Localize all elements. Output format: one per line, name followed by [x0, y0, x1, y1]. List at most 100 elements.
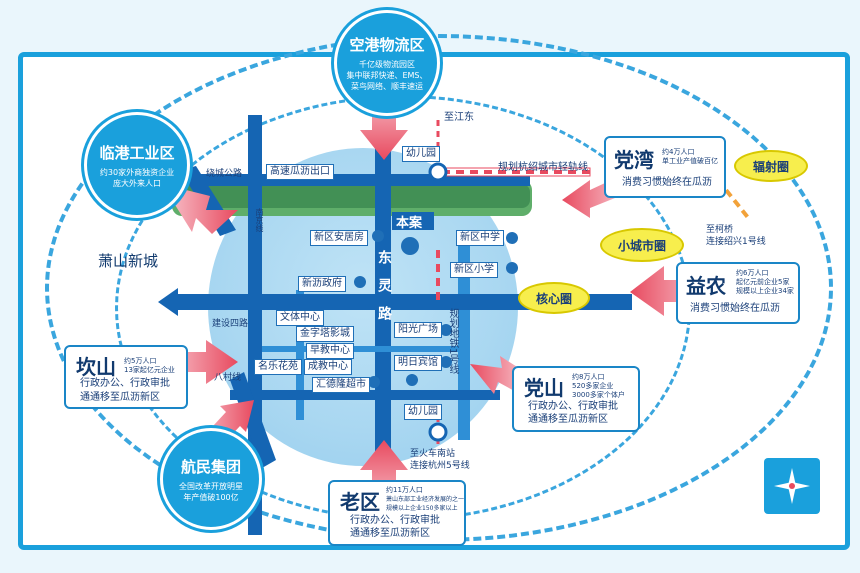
card-dangwan-title: 党湾	[614, 148, 654, 172]
benan-marker	[392, 212, 434, 230]
card-kanshan-desc-1: 行政办公、行政审批	[80, 378, 170, 389]
card-kanshan: 坎山 约5万人口 13家起亿元企业 行政办公、行政审批 通通移至瓜沥新区	[64, 345, 188, 409]
card-laoqu-desc-2: 通通移至瓜沥新区	[350, 528, 430, 539]
district-hmjt-title: 航民集团	[180, 457, 241, 476]
road-label-zhikeqiao-1: 至柯桥	[706, 225, 734, 235]
card-yinong: 益农 约6万人口 起亿元前企业5家 规模以上企业34家 消费习惯始终在瓜沥	[676, 262, 800, 324]
card-laoqu: 老区 约11万人口 萧山东部工业经济发展的之一 规模以上企业150多家以上 行政…	[328, 480, 466, 546]
road-label-zhikeqiao-2: 连接绍兴1号线	[706, 237, 766, 247]
district-kgwl: 空港物流区 千亿级物流园区 集中联邦快递、EMS、 菜鸟网络、顺丰速运	[334, 10, 440, 116]
road-arrow-left	[158, 288, 178, 316]
road-h-4	[262, 346, 462, 352]
card-dangwan-sub-1: 约4万人口	[662, 148, 695, 156]
card-dangshan: 党山 约8万人口 520多家企业 3000多家个体户 行政办公、行政审批 通通移…	[512, 366, 640, 432]
district-kgwl-desc-1: 千亿级物流园区	[359, 60, 415, 69]
road-label-zhijiangdong: 至江东	[444, 112, 474, 123]
dot-zhengfu	[354, 276, 366, 288]
road-label-donglinglu: 东灵路	[376, 250, 392, 334]
card-yinong-sub-3: 规模以上企业34家	[736, 287, 794, 295]
dot-chaoshi	[368, 376, 380, 388]
road-label-bacun: 八村线	[214, 373, 242, 383]
card-kanshan-desc-2: 通通移至瓜沥新区	[80, 392, 160, 403]
card-kanshan-sub-2: 13家起亿元企业	[124, 366, 175, 374]
card-dangwan-desc-1: 消费习惯始终在瓜沥	[622, 177, 712, 188]
place-xinqu-xiaoxue: 新区小学	[450, 262, 498, 278]
place-jinzita: 金字塔影城	[296, 326, 354, 342]
dot-yangguang	[440, 324, 452, 336]
road-v-3	[458, 230, 470, 440]
card-yinong-sub-2: 起亿元前企业5家	[736, 278, 790, 286]
card-dangshan-desc-1: 行政办公、行政审批	[528, 401, 618, 412]
road-label-jianshe: 建设四路	[212, 319, 249, 329]
road-label-raocheng: 绕城公路	[206, 169, 243, 179]
road-label-ditie: 规划地铁1号线	[447, 308, 458, 375]
road-label-nanjing: 南京线	[255, 208, 264, 232]
card-dangshan-desc-2: 通通移至瓜沥新区	[528, 414, 608, 425]
road-label-qinggui: 规划杭绍城市轻轨线	[498, 162, 588, 173]
dot-mingri	[440, 356, 452, 368]
place-xinqu-zhongxue: 新区中学	[456, 230, 504, 246]
road-v-4	[296, 290, 304, 420]
ring-tag-hexin: 核心圈	[518, 282, 590, 314]
district-lggy: 临港工业区 约30家外商独资企业 庞大外来人口	[84, 112, 190, 218]
district-kgwl-desc-2: 集中联邦快递、EMS、	[346, 71, 428, 80]
place-mingri: 明日宾馆	[394, 355, 442, 371]
place-kindergarten-bottom: 幼儿园	[404, 404, 442, 420]
metro-icon-bottom	[428, 422, 448, 442]
road-v-2	[375, 112, 391, 542]
place-yangguang: 阳光广场	[394, 322, 442, 338]
ring-tag-fushe: 辐射圈	[734, 150, 808, 182]
place-huide: 汇德隆超市	[312, 377, 370, 393]
road-label-gaosu: 高速瓜沥出口	[266, 164, 334, 180]
district-lggy-desc-2: 庞大外来人口	[113, 178, 161, 188]
card-dangshan-sub-3: 3000多家个体户	[572, 391, 625, 399]
ring-tag-xiaocheng: 小城市圈	[600, 228, 684, 262]
card-yinong-sub-1: 约6万人口	[736, 269, 769, 277]
road-h-2	[172, 294, 632, 310]
place-xinlizheng: 新沥政府	[298, 276, 346, 292]
arrow-from-left-upper	[172, 188, 238, 234]
district-hmjt: 航民集团 全国改革开放明星 年产值破100亿	[160, 428, 262, 530]
arrow-from-right-middle	[630, 266, 700, 316]
district-kgwl-title: 空港物流区	[349, 36, 425, 54]
metro-icon-top	[428, 162, 448, 182]
card-laoqu-sub-3: 规模以上企业150多家以上	[386, 505, 458, 512]
road-h-3	[230, 390, 500, 400]
place-xinqu-anju: 新区安居房	[310, 230, 368, 246]
card-kanshan-sub-1: 约5万人口	[124, 357, 157, 365]
district-lggy-desc-1: 约30家外商独资企业	[99, 167, 175, 177]
road-label-zhihuoche-2: 连接杭州5号线	[410, 461, 470, 471]
place-chengjiao: 成教中心	[304, 359, 352, 375]
card-kanshan-title: 坎山	[76, 355, 116, 379]
arrow-from-left-lower	[170, 340, 238, 384]
region-name: 萧山新城	[98, 252, 159, 270]
rail-line-orange	[716, 178, 752, 222]
place-zaojiao: 早教中心	[306, 343, 354, 359]
card-dangwan-sub-2: 单工业产值破百亿	[662, 157, 718, 165]
district-kgwl-desc-3: 菜鸟网络、顺丰速运	[351, 82, 423, 91]
card-dangwan: 党湾 约4万人口 单工业产值破百亿 消费习惯始终在瓜沥	[604, 136, 726, 198]
road-label-zhihuoche-1: 至火车南站	[410, 449, 456, 459]
dot-zhongxue	[506, 232, 518, 244]
card-laoqu-sub-1: 约11万人口	[386, 486, 423, 494]
dot-benan	[401, 237, 419, 255]
compass-icon	[764, 458, 820, 514]
card-dangshan-title: 党山	[524, 376, 564, 400]
place-benan: 本案	[396, 216, 423, 231]
district-hmjt-desc-2: 年产值破100亿	[183, 492, 239, 502]
card-laoqu-title: 老区	[340, 490, 380, 514]
district-hmjt-desc-1: 全国改革开放明星	[179, 481, 243, 491]
card-laoqu-sub-2: 萧山东部工业经济发展的之一	[386, 496, 465, 503]
card-yinong-desc-1: 消费习惯始终在瓜沥	[690, 303, 780, 314]
place-mingle: 名乐花苑	[254, 359, 302, 375]
place-wenti: 文体中心	[276, 310, 324, 326]
arrow-from-right-lower	[470, 356, 522, 394]
dot-xiaoxue	[506, 262, 518, 274]
place-kindergarten-top: 幼儿园	[402, 146, 440, 162]
dot-kindergarten	[406, 374, 418, 386]
road-diagonal-2	[230, 372, 276, 468]
card-laoqu-desc-1: 行政办公、行政审批	[350, 515, 440, 526]
district-lggy-title: 临港工业区	[99, 143, 175, 162]
